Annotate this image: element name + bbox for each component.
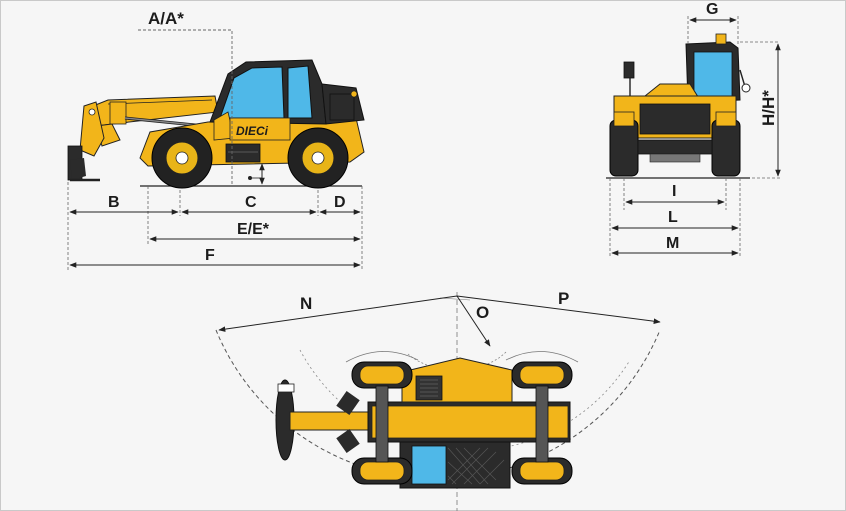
side-view: DIECi A/A* bbox=[67, 9, 365, 270]
label-inner-turning-radius: O bbox=[476, 303, 489, 322]
label-turning-radius-p: P bbox=[558, 289, 569, 308]
front-wheel bbox=[151, 127, 213, 189]
label-length-to-carriage: E/E* bbox=[237, 221, 270, 238]
front-view: G H/H* I L M bbox=[606, 1, 781, 258]
label-rear-overhang: D bbox=[334, 194, 346, 211]
label-overall-length: F bbox=[205, 247, 215, 264]
label-outer-turning-radius: N bbox=[300, 294, 312, 313]
label-overall-width: M bbox=[666, 235, 679, 252]
fork-carriage bbox=[67, 101, 105, 182]
label-overall-height: H/H* bbox=[759, 90, 778, 126]
label-track-width: I bbox=[672, 183, 676, 200]
label-wheelbase: C bbox=[245, 194, 257, 211]
rear-wheel bbox=[287, 127, 349, 189]
boom bbox=[87, 95, 219, 147]
top-view: N O P bbox=[215, 289, 661, 511]
label-front-overhang: B bbox=[108, 194, 120, 211]
label-width-l: L bbox=[668, 209, 678, 226]
label-cab-width: G bbox=[706, 1, 718, 18]
brand-logo: DIECi bbox=[236, 124, 269, 138]
label-height-cab: A/A* bbox=[148, 9, 184, 28]
